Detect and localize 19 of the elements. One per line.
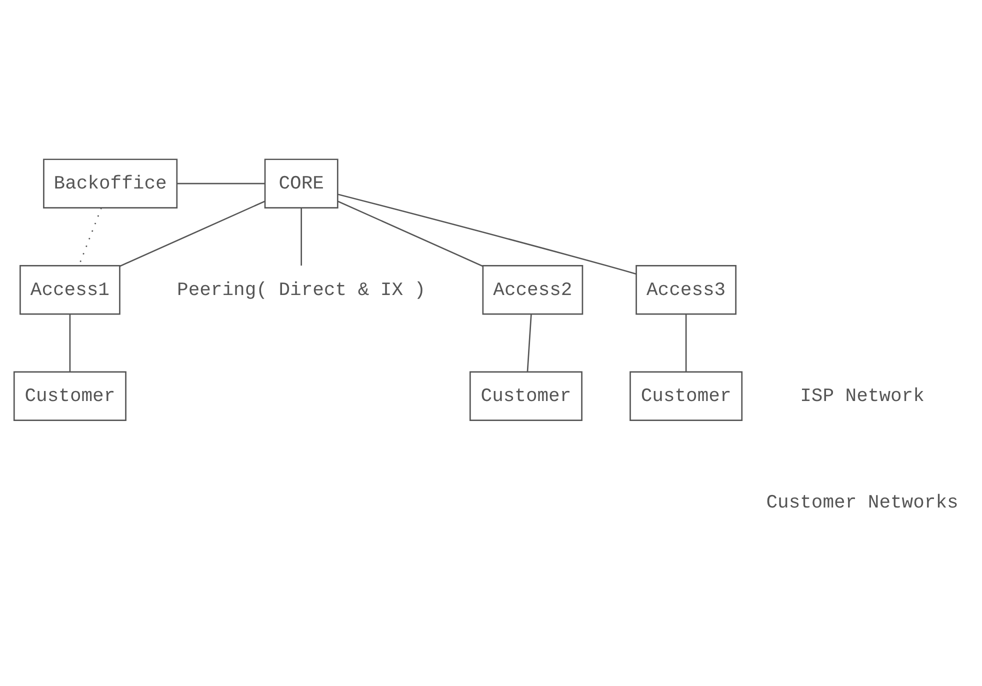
- node-text: Peering( Direct & IX ): [177, 278, 426, 301]
- node-box: Access2: [482, 264, 584, 315]
- node-box: Customer: [630, 371, 743, 422]
- node-box: Access3: [636, 264, 736, 315]
- node-box: Access1: [20, 264, 120, 315]
- connector: [338, 200, 484, 267]
- connector: [526, 314, 532, 372]
- node-box: Customer: [13, 371, 126, 422]
- node-box: Backoffice: [43, 158, 178, 208]
- connector: [177, 182, 265, 184]
- connector: [338, 194, 636, 275]
- connector: [120, 200, 265, 267]
- connector: [69, 314, 71, 372]
- node-box: Customer: [469, 371, 582, 422]
- node-box: CORE: [264, 158, 338, 208]
- label: ISP Network: [800, 385, 924, 408]
- label: Customer Networks: [766, 491, 958, 514]
- connector: [685, 314, 687, 372]
- connector: [300, 208, 302, 266]
